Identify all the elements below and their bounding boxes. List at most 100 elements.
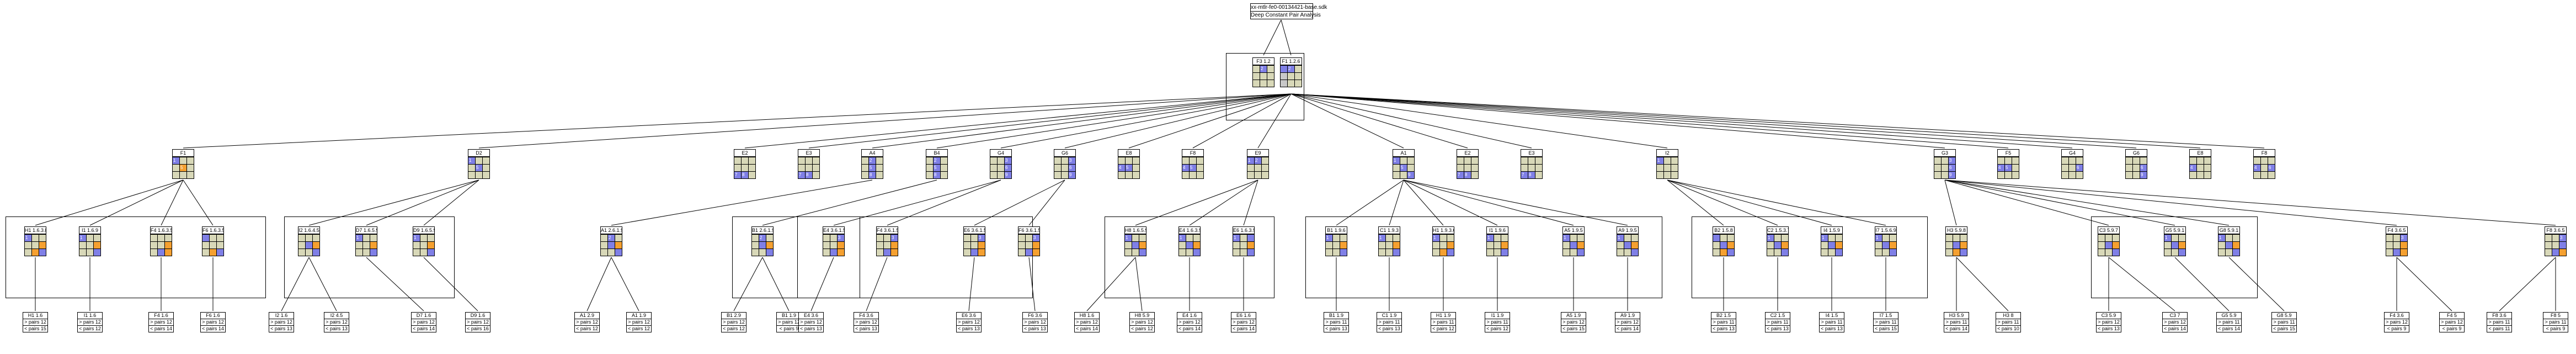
leaf-node: I4 1.5> pairs 11< pairs 13 [1819, 312, 1844, 332]
grid-cell [1062, 157, 1068, 164]
grid-cell [1255, 172, 1261, 178]
leaf-pairs-count: > pairs 12 [1561, 319, 1586, 325]
grid-cell [1247, 249, 1254, 256]
leaf-pairs-count: > pairs 12 [466, 319, 490, 325]
level2-node-label: A5 1.9.5 [1562, 226, 1585, 234]
grid-cell [971, 235, 978, 241]
grid-cell [1960, 242, 1967, 249]
level2-node-label: H3 5.9.8 [1945, 226, 1967, 234]
grid-cell [1186, 242, 1193, 249]
leaf-node: I1 1.9> pairs 11< pairs 12 [1485, 312, 1510, 332]
edge-level2 [611, 179, 873, 226]
leaf-node: D7 1.6> pairs 12< pairs 14 [411, 312, 436, 332]
grid-cell [363, 249, 370, 256]
grid-cell [1133, 157, 1139, 164]
grid-cell [1018, 235, 1025, 241]
grid-cell [1563, 249, 1570, 256]
leaf-node: F6 1.6> pairs 12< pairs 14 [200, 312, 226, 332]
grid-cell: 4 [2190, 165, 2196, 171]
grid-cell [2133, 157, 2140, 164]
grid-cell: 3 [1949, 157, 1955, 164]
grid-cell: 4 [2254, 165, 2260, 171]
grid-cell [2197, 157, 2204, 164]
leaf-node: E4 1.6> pairs 12< pairs 14 [1177, 312, 1202, 332]
level2-node-grid [1945, 234, 1967, 256]
leaf-pairs-count: < pairs 9 [2440, 325, 2464, 332]
grid-cell: 8 [869, 172, 876, 178]
grid-cell [1393, 249, 1400, 256]
grid-cell [210, 249, 216, 256]
leaf-title: B1 1.9 [781, 313, 797, 318]
level2-node-grid [202, 234, 224, 256]
grid-cell [1240, 249, 1247, 256]
grid-cell [1624, 235, 1631, 241]
grid-cell [2218, 242, 2225, 249]
grid-cell: 4 [1998, 165, 2004, 171]
grid-cell [370, 249, 377, 256]
grid-cell [1471, 172, 1478, 178]
grid-cell [2254, 172, 2260, 178]
level2-node-label: H1 1.9.3.6.8 [1432, 226, 1454, 234]
cluster-box [797, 216, 1033, 298]
edge-leaf [2499, 257, 2556, 311]
leaf-pairs-count: > pairs 11 [1711, 319, 1736, 325]
level2-node-label: I7 1.5.6.9 [1875, 226, 1897, 234]
leaf-node: A1 1.9> pairs 12< pairs 12 [626, 312, 652, 332]
leaf-node: H1 1.9> pairs 11< pairs 12 [1431, 312, 1456, 332]
level2-node-label: I1 1.6.9 [79, 226, 101, 234]
grid-cell [813, 165, 819, 171]
level1-node-label: G6 [1054, 149, 1076, 157]
grid-cell [1946, 235, 1953, 241]
grid-cell [1326, 242, 1332, 249]
grid-cell [1400, 157, 1407, 164]
level2-node-label: F4 3.6.5 [2386, 226, 2408, 234]
edge-level2 [1403, 179, 1628, 226]
grid-cell: 3 [891, 235, 898, 241]
edge-leaf [611, 257, 639, 311]
edge-level2 [1403, 179, 1444, 226]
grid-cell [1393, 242, 1400, 249]
grid-cell [1255, 165, 1261, 171]
cluster-box [284, 216, 455, 298]
leaf-node: B1 1.9> pairs 12< pairs 9 [776, 312, 802, 332]
grid-cell [468, 172, 475, 178]
level2-node-label: C2 1.5.3.7 [1767, 226, 1789, 234]
grid-cell [2552, 249, 2559, 256]
grid-cell: 1 [2218, 235, 2225, 241]
level2-node-grid: 1 [1562, 234, 1585, 256]
level1-node-label: E3 [798, 149, 820, 157]
edge-level1 [1290, 93, 1668, 149]
grid-cell [1946, 249, 1953, 256]
level2-node-label: A1 2.6.1.9 [600, 226, 622, 234]
level1-node-label: G3 [1934, 149, 1956, 157]
grid-cell [2190, 172, 2196, 178]
grid-cell [1233, 249, 1240, 256]
grid-cell [1563, 242, 1570, 249]
edge-level2 [1667, 179, 1832, 226]
grid-cell [1501, 235, 1508, 241]
level2-node-label: G5 5.9.1 [2164, 226, 2186, 234]
grid-cell [2401, 242, 2407, 249]
leaf-title: C1 1.9 [1382, 313, 1397, 318]
grid-cell [1393, 172, 1400, 178]
leaf-pairs-count: > pairs 11 [1944, 319, 1969, 325]
grid-cell [2226, 235, 2232, 241]
grid-cell [1182, 157, 1189, 164]
grid-cell [2126, 165, 2132, 171]
edge-level2 [833, 179, 1001, 226]
leaf-pairs-count: < pairs 9 [2385, 325, 2409, 332]
grid-cell: 1 [356, 235, 362, 241]
edge-leaf [423, 257, 478, 311]
leaf-pairs-count: > pairs 11 [1766, 319, 1790, 325]
grid-cell [1720, 242, 1727, 249]
edge-level2 [89, 179, 184, 226]
level1-node-grid: 6 [2061, 157, 2083, 179]
